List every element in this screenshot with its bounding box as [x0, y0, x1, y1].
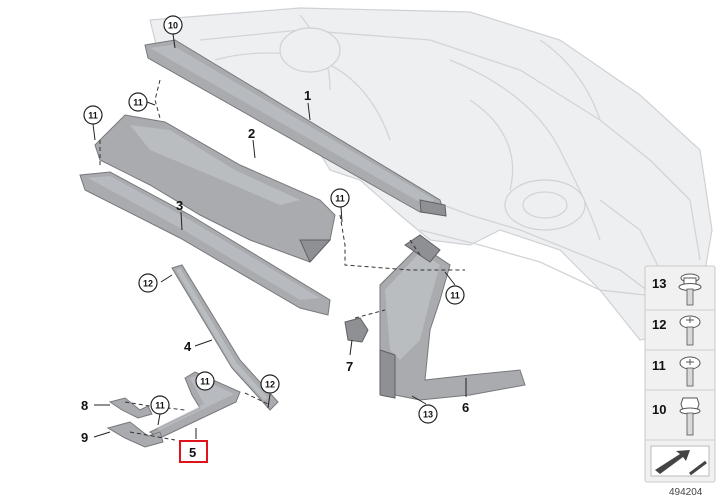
part-label-6: 6 — [462, 400, 469, 415]
part-label-1: 1 — [304, 88, 311, 103]
legend-item-13: 13 — [652, 273, 702, 306]
callout-13: 13 — [418, 404, 438, 424]
fastener-legend: 13 12 11 10 — [644, 265, 716, 483]
legend-item-10: 10 — [652, 397, 701, 436]
part-8-clip — [108, 397, 153, 419]
part-2-cover-plate — [94, 114, 336, 263]
part-label-3: 3 — [176, 198, 183, 213]
callout-11-left: 11 — [83, 105, 103, 125]
hex-bolt-icon — [679, 397, 701, 436]
part-7-clip — [344, 317, 369, 343]
svg-text:11: 11 — [450, 291, 460, 301]
part-5-highlight-box — [179, 440, 208, 463]
svg-text:13: 13 — [423, 410, 433, 420]
callout-11-clip: 11 — [150, 395, 170, 415]
part-4-strut — [171, 264, 279, 411]
svg-text:10: 10 — [652, 402, 666, 417]
svg-text:12: 12 — [652, 317, 666, 332]
callout-11-upper: 11 — [128, 92, 148, 112]
part-label-2: 2 — [248, 126, 255, 141]
document-id: 494204 — [669, 487, 703, 498]
part-9-clip — [106, 421, 164, 448]
part-label-7: 7 — [346, 359, 353, 374]
part-label-9: 9 — [81, 430, 88, 445]
assembly-direction-icon — [650, 445, 710, 477]
callout-11-bracket: 11 — [445, 285, 465, 305]
callout-11-center: 11 — [330, 188, 350, 208]
hex-screw-icon — [679, 356, 701, 387]
svg-text:12: 12 — [143, 279, 153, 289]
flange-screw-icon — [678, 273, 702, 306]
legend-item-12: 12 — [652, 315, 701, 346]
svg-text:12: 12 — [265, 380, 275, 390]
svg-text:11: 11 — [200, 377, 210, 387]
part-label-8: 8 — [81, 398, 88, 413]
svg-text:11: 11 — [155, 401, 165, 411]
callout-12-left: 12 — [138, 273, 158, 293]
svg-text:10: 10 — [168, 21, 178, 31]
part-3-lower-member — [79, 171, 331, 316]
torx-screw-icon — [679, 315, 701, 346]
svg-text:11: 11 — [88, 111, 98, 121]
svg-text:11: 11 — [335, 194, 345, 204]
svg-text:11: 11 — [133, 98, 143, 108]
vehicle-body-background — [149, 7, 713, 341]
part-6-side-bracket — [379, 234, 526, 401]
svg-text:13: 13 — [652, 276, 666, 291]
assembly-lines — [99, 79, 465, 441]
legend-item-11: 11 — [652, 356, 701, 387]
svg-text:11: 11 — [652, 358, 666, 373]
part-1-upper-carrier — [144, 39, 447, 217]
part-label-4: 4 — [184, 339, 192, 354]
callout-10-top: 10 — [163, 15, 183, 35]
part-label-5: 5 — [189, 445, 196, 460]
callout-12-lower: 12 — [260, 374, 280, 394]
callout-11-lower: 11 — [195, 371, 215, 391]
